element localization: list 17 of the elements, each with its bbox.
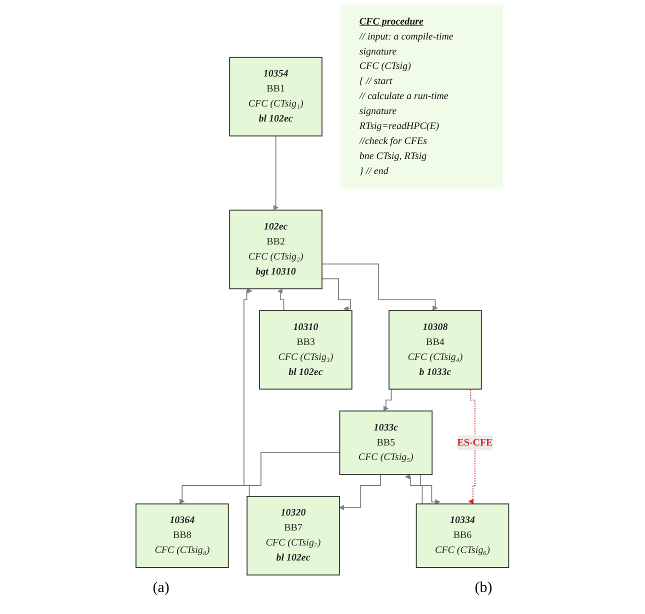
arrow [339,474,382,510]
node-box [229,56,323,136]
node-box [416,503,510,568]
arrow [322,264,438,311]
node-box [229,210,323,290]
arrow [466,388,476,504]
panel-label: (b) [474,580,492,597]
node-box [259,310,353,390]
panel-label: (a) [152,580,170,597]
node-box [339,410,433,476]
arrow [180,452,340,504]
arrow [273,135,279,210]
node-box [136,503,229,568]
node-box [388,310,482,390]
arrow [322,278,352,312]
node-box [246,496,340,576]
control-flow-diagram: ES-CFE 10354 BB1 CFC (CTsig₁) bl 102ec 102ec BB2 CFC (CTsig₂) bgt 10310 10308 BB4 CFC (CTsig₄) b 1033c 10310 BB3 CFC (CTsig₃) bl 102ec 1033c BB5 CFC (CTsig₅) 10320 BB7 CFC (CTsig₇) bl 102ec 10334 BB6 CFC (CTsig₆) 10364 BB8 CFC (CTsig₈) CFC procedure // input: a compile-time signature CFC (CTsig) { // start // calculate a run-time signature RTsig=readHPC(E) //check for CFEs bne CTsig, RTsig } // end [131,0,514,580]
